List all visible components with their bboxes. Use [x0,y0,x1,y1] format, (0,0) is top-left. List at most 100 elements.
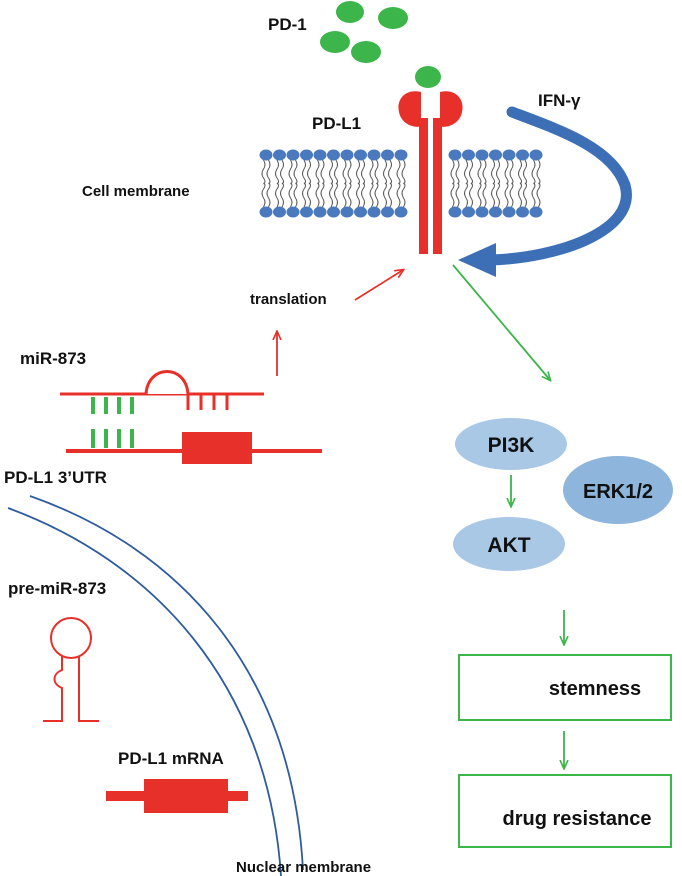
lipid-head [489,206,502,218]
erk-node: ERK1/2 [563,456,673,524]
lipid-head [502,149,516,161]
lipid-tail [280,182,284,208]
lipid-tail [482,182,487,208]
lipid-head [462,149,475,161]
lipid-tail [477,182,482,208]
lipid-tail [469,182,473,208]
lipid-tail [464,159,468,185]
lipid-tail [518,182,522,208]
nuclear-membrane [7,495,304,876]
lipid-tail [293,182,298,208]
lipid-tail [320,159,325,185]
pi3k-node: PI3K [455,418,567,470]
lipid-tail [531,182,536,208]
pd1-molecules [320,1,441,88]
lipid-tail [504,159,509,185]
lipid-tail [329,182,333,208]
lipid-head [327,149,340,161]
pd1-molecule [351,41,381,63]
lipid-tail [342,159,347,185]
lipid-tail [464,182,468,208]
lipid-tail [450,182,455,208]
pdl1-label: PD-L1 [312,114,361,133]
lipid-head [367,149,381,161]
cell-membrane-label: Cell membrane [82,183,190,200]
drug-resistance-label: drug resistance [503,808,652,830]
lipid-head [475,149,489,161]
pd1-label: PD-1 [268,15,307,34]
lipid-head [300,149,313,161]
lipid-tail [523,159,527,185]
lipid-tail [388,159,392,185]
lipid-head [475,206,489,218]
lipid-head [381,149,394,161]
pd1-molecule-bound [415,66,441,88]
lipid-head [489,149,502,161]
lipid-tail [509,159,514,185]
lipid-head [286,149,300,161]
translation-arrow [354,270,403,301]
lipid-tail [356,182,360,208]
lipid-tail [523,182,527,208]
pi3k-label: PI3K [488,434,535,457]
lipid-head [394,206,408,218]
pdl1-mrna-label: PD-L1 mRNA [118,749,224,768]
lipid-head [259,206,273,218]
translation-label: translation [250,291,327,308]
pd1-molecule [378,7,408,29]
lipid-head [354,149,367,161]
lipid-tail [356,159,360,185]
lipid-tail [288,182,293,208]
lipid-tail [509,182,514,208]
mir873-utr-binding [60,370,322,464]
stemness-box: stemness [458,654,672,721]
lipid-tail [293,159,298,185]
lipid-tail [361,159,365,185]
lipid-tail [388,182,392,208]
stemness-label: stemness [549,678,641,700]
lipid-tail [307,159,311,185]
lipid-tail [396,159,401,185]
lipid-tail [383,182,387,208]
lipid-head [273,206,286,218]
pdl1-receptor [398,91,463,254]
lipid-head [286,206,300,218]
drug-resistance-box: drug resistance [458,774,672,848]
lipid-head [448,149,462,161]
lipid-head [448,206,462,218]
lipid-head [340,206,354,218]
cell-membrane [259,149,543,218]
pre-mir873-label: pre-miR-873 [8,579,106,598]
lipid-head [259,149,273,161]
lipid-tail [482,159,487,185]
ifng-label: IFN-γ [538,91,581,110]
akt-label: AKT [487,534,530,557]
pdl1-mrna [106,779,248,813]
lipid-tail [342,182,347,208]
lipid-head [381,206,394,218]
lipid-head [340,149,354,161]
lipid-tail [504,182,509,208]
lipid-tail [361,182,365,208]
pre-mir873-hairpin [43,617,99,722]
lipid-head [529,149,543,161]
lipid-tail [320,182,325,208]
lipid-tail [531,159,536,185]
pd1-molecule [320,31,350,53]
lipid-head [313,149,327,161]
lipid-head [327,206,340,218]
lipid-tail [347,182,352,208]
lipid-tail [302,159,306,185]
lipid-tail [496,159,500,185]
lipid-tail [477,159,482,185]
lipid-tail [396,182,401,208]
lipid-tail [280,159,284,185]
lipid-tail [374,159,379,185]
lipid-head [300,206,313,218]
ifng-arrow [458,106,632,277]
lipid-tail [496,182,500,208]
lipid-tail [329,159,333,185]
lipid-head [516,149,529,161]
lipid-tail [491,182,495,208]
